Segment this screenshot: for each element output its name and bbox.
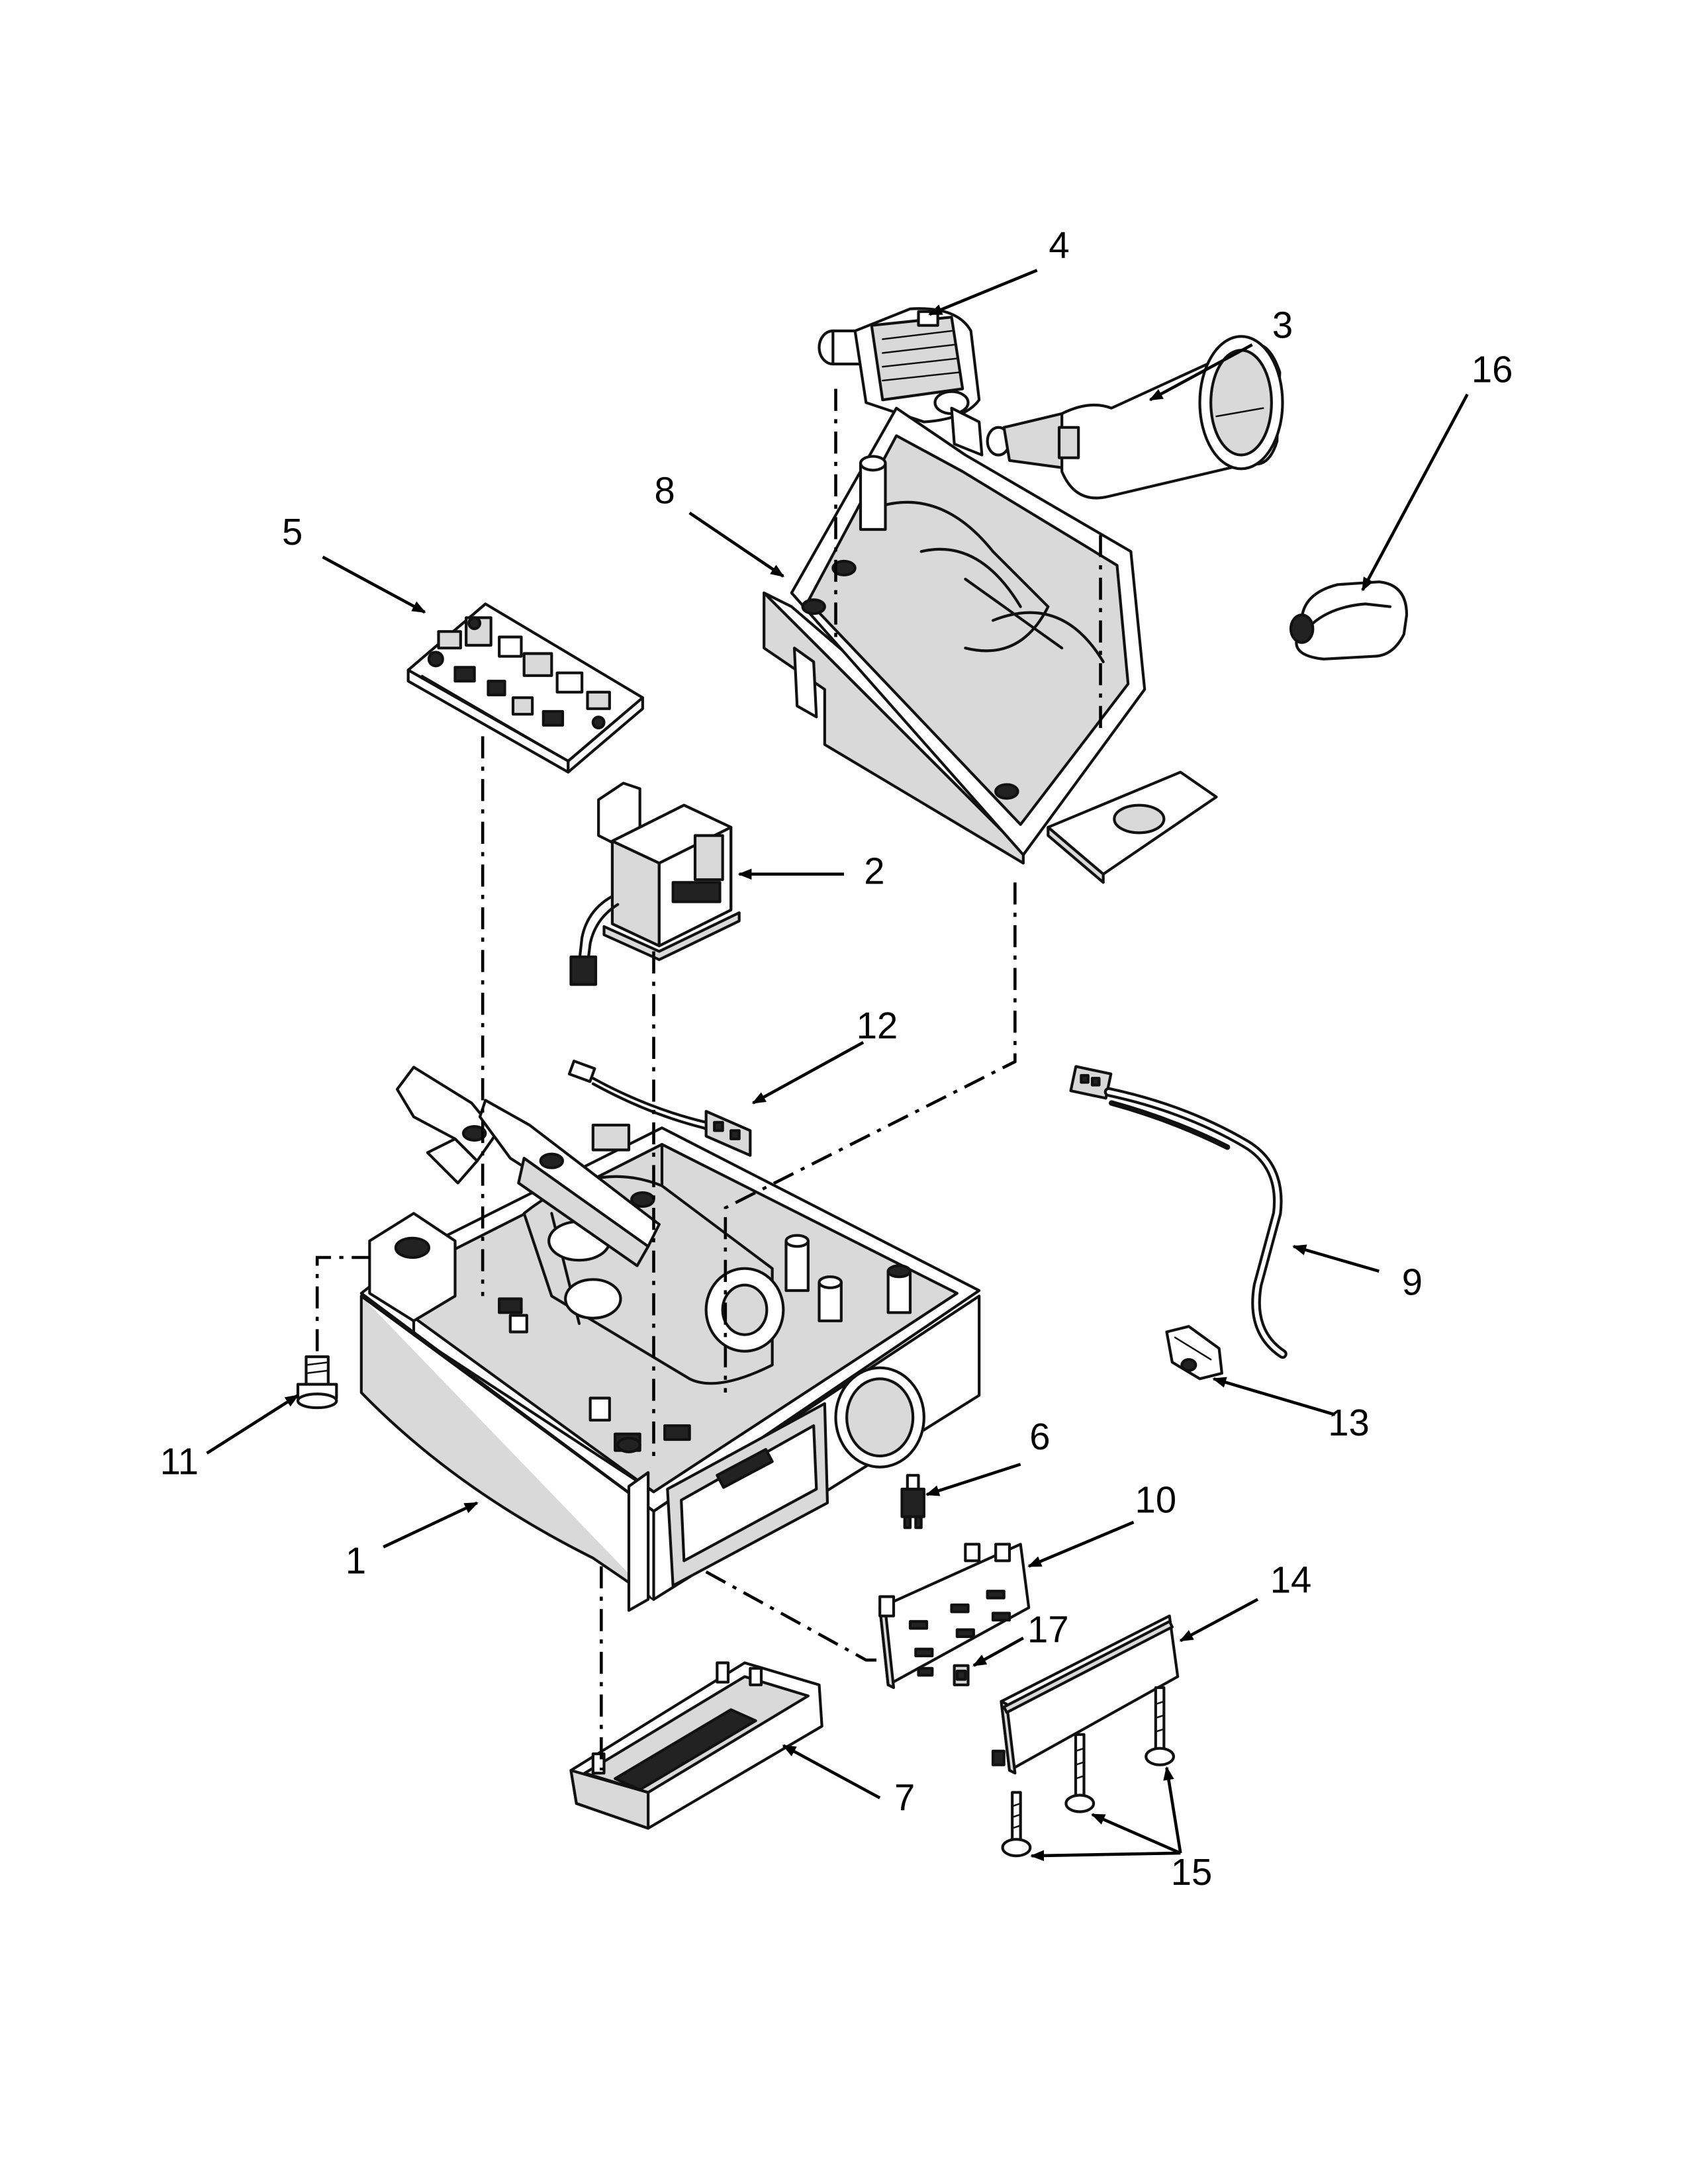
callout-10: 10 [1135, 1479, 1177, 1521]
part-17-clip [953, 1664, 970, 1686]
part-8-filter-housing [763, 406, 1218, 884]
callout-12: 12 [857, 1005, 898, 1046]
callout-14: 14 [1270, 1559, 1312, 1601]
callout-8: 8 [655, 470, 675, 512]
callout-6: 6 [1029, 1416, 1050, 1457]
callout-15: 15 [1171, 1851, 1213, 1893]
callout-11: 11 [160, 1440, 199, 1482]
part-14-cover [991, 1614, 1180, 1775]
callout-1: 1 [346, 1539, 366, 1581]
part-1-dispenser-housing [359, 1066, 981, 1612]
part-15-screws [1001, 1686, 1176, 1858]
part-12-wire-harness [567, 1060, 752, 1157]
part-7-drip-tray [569, 1661, 823, 1830]
part-5-control-board [406, 602, 644, 774]
part-16-filter-cap [1289, 580, 1409, 660]
part-2-transformer [569, 782, 741, 986]
callout-2: 2 [864, 850, 884, 892]
part-4-filter-head [818, 307, 981, 424]
leader-arrows [206, 269, 1469, 1862]
part-13-clip [1165, 1325, 1223, 1381]
callout-13: 13 [1328, 1402, 1370, 1443]
assembly-lines [315, 388, 1102, 1770]
callout-7: 7 [894, 1777, 915, 1819]
callout-17: 17 [1027, 1609, 1069, 1651]
part-6-switch [900, 1474, 925, 1529]
part-3-water-filter [986, 335, 1284, 500]
callout-labels: 1 2 3 4 5 6 7 8 9 10 11 12 13 14 15 16 1… [160, 224, 1513, 1893]
part-11-screw [296, 1355, 338, 1410]
callout-16: 16 [1472, 348, 1513, 390]
callout-3: 3 [1272, 304, 1293, 346]
callout-4: 4 [1049, 224, 1069, 266]
callout-9: 9 [1402, 1261, 1423, 1303]
part-10-panel [878, 1543, 1031, 1690]
callout-5: 5 [282, 511, 303, 553]
part-9-wire [1069, 1065, 1288, 1359]
